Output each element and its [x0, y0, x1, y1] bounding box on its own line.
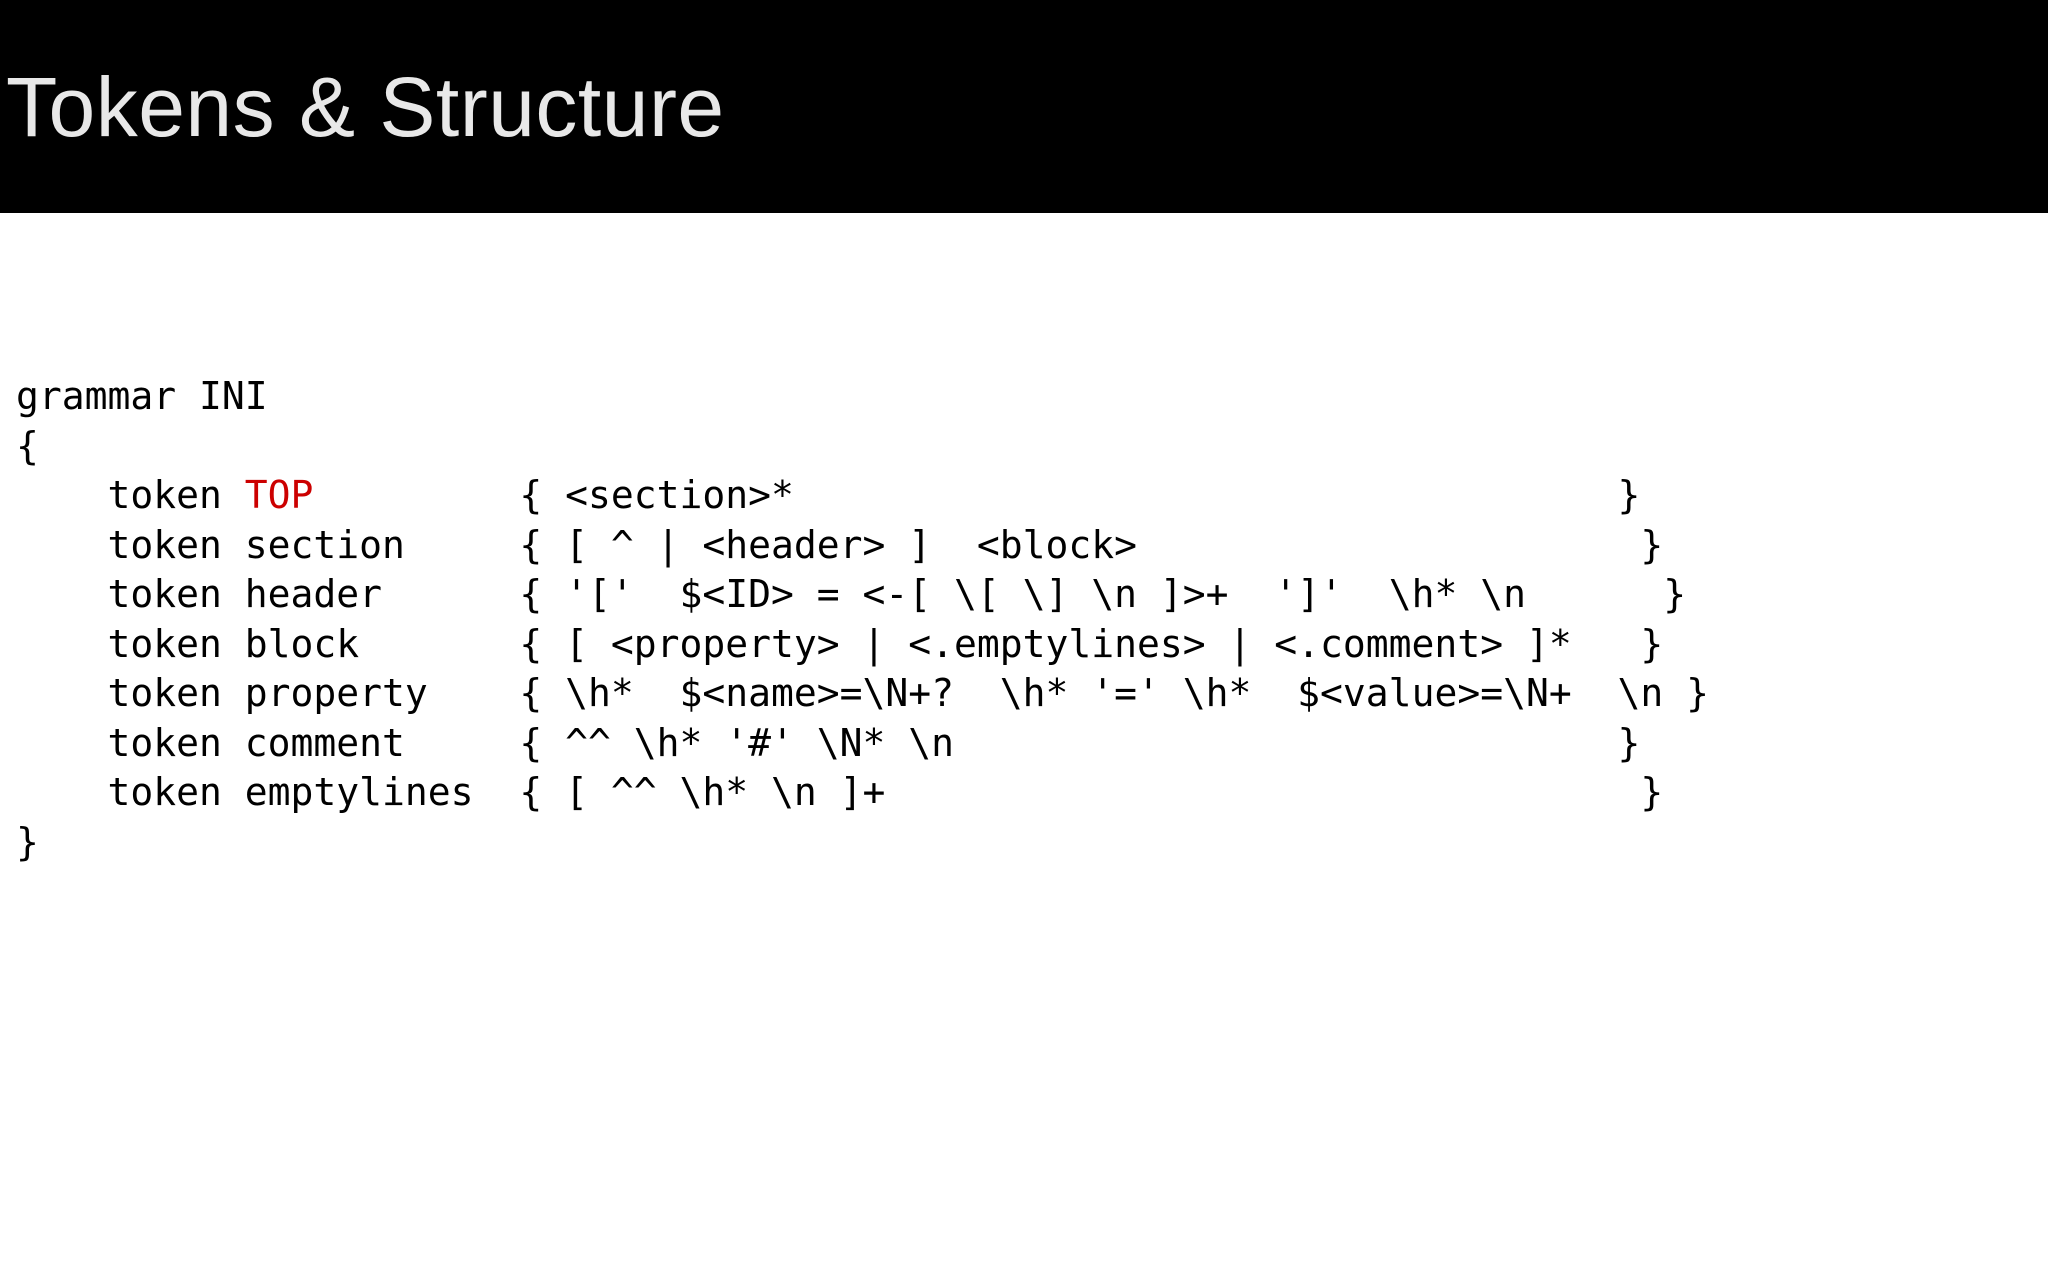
- code-token-name: header: [244, 572, 383, 616]
- code-line-close-brace: }: [16, 819, 39, 864]
- slide-title-bar: Tokens & Structure: [0, 0, 2048, 213]
- code-token-body: { \h* $<name>=\N+? \h* '=' \h* $<value>=…: [427, 671, 1709, 715]
- code-keyword: token: [16, 671, 245, 715]
- code-line-grammar-decl: grammar INI: [16, 374, 268, 418]
- code-line-token-property: token property { \h* $<name>=\N+? \h* '=…: [16, 669, 2016, 719]
- code-line-open-brace: {: [16, 423, 39, 468]
- code-line-token-top: token TOP { <section>* }: [16, 471, 2016, 521]
- code-line-token-block: token block { [ <property> | <.emptyline…: [16, 620, 2016, 670]
- code-keyword: token: [16, 572, 245, 616]
- code-keyword: token: [16, 621, 245, 666]
- code-token-name: section: [244, 522, 405, 567]
- code-line-token-header: token header { '[' $<ID> = <-[ \[ \] \n …: [16, 570, 2016, 620]
- code-line-token-section: token section { [ ^ | <header> ] <block>…: [16, 521, 2016, 571]
- code-keyword: token: [16, 522, 245, 567]
- code-line-token-comment: token comment { ^^ \h* '#' \N* \n }: [16, 719, 2016, 769]
- code-token-body: { '[' $<ID> = <-[ \[ \] \n ]>+ ']' \h* \…: [382, 572, 1687, 616]
- code-token-body: { <section>* }: [313, 473, 1641, 517]
- grammar-code-block: grammar INI { token TOP { <section>* } to…: [16, 372, 2016, 867]
- code-line-token-emptylines: token emptylines { [ ^^ \h* \n ]+ }: [16, 768, 2016, 818]
- code-token-name: emptylines: [244, 770, 474, 814]
- code-token-name: TOP: [244, 473, 314, 517]
- code-token-body: { [ <property> | <.emptylines> | <.comme…: [359, 621, 1664, 666]
- code-token-body: { [ ^ | <header> ] <block> }: [404, 522, 1664, 567]
- code-keyword: token: [16, 473, 245, 517]
- code-token-name: property: [244, 671, 428, 715]
- code-token-name: block: [244, 621, 360, 666]
- code-token-name: comment: [244, 720, 405, 765]
- code-keyword: token: [16, 770, 245, 814]
- page-title: Tokens & Structure: [6, 59, 725, 154]
- code-token-body: { ^^ \h* '#' \N* \n }: [404, 720, 1641, 765]
- code-token-body: { [ ^^ \h* \n ]+ }: [473, 770, 1664, 814]
- code-area: grammar INI { token TOP { <section>* } to…: [16, 372, 2016, 867]
- code-keyword: token: [16, 720, 245, 765]
